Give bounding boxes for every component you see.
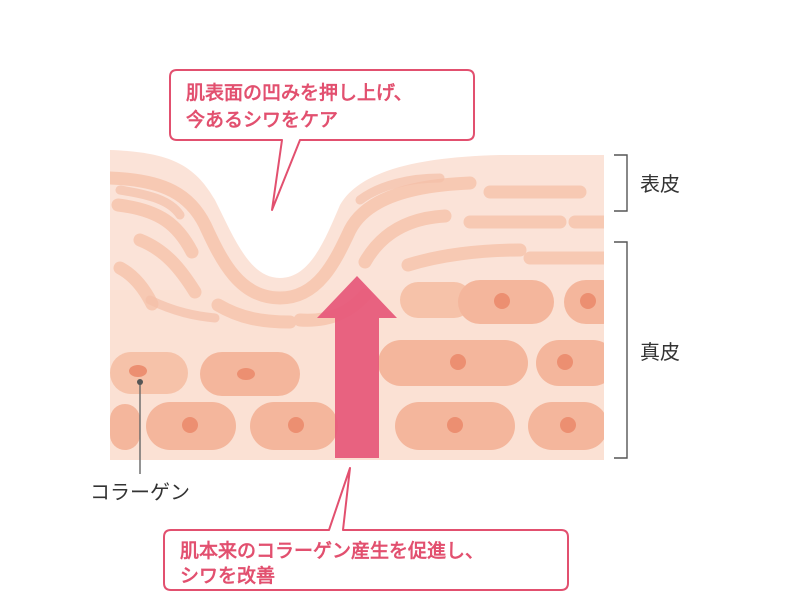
collagen-pointer (137, 379, 143, 474)
layer-brackets (614, 154, 628, 459)
top-callout-line2: 今あるシワをケア (185, 108, 338, 131)
bottom-callout-line2: シワを改善 (180, 564, 275, 587)
push-up-arrow-icon (317, 276, 397, 458)
bottom-callout: 肌本来のコラーゲン産生を促進し、 シワを改善 (163, 467, 569, 591)
collagen-label: コラーゲン (90, 480, 190, 504)
epidermis-fibers (110, 171, 604, 329)
fibers-secondary (115, 173, 445, 323)
dermis-bracket (614, 241, 628, 459)
top-callout: 肌表面の凹みを押し上げ、 今あるシワをケア (169, 69, 475, 211)
bottom-callout-line1: 肌本来のコラーゲン産生を促進し、 (180, 539, 484, 562)
bottom-callout-bubble (163, 467, 569, 591)
top-callout-line1: 肌表面の凹みを押し上げ、 (186, 81, 413, 104)
top-callout-bubble (169, 69, 475, 211)
epidermis-label: 表皮 (640, 172, 680, 196)
cell-nuclei (129, 293, 596, 433)
epidermis-bracket (614, 154, 628, 212)
dermis-label: 真皮 (640, 340, 680, 364)
dermis-cells (110, 280, 604, 450)
